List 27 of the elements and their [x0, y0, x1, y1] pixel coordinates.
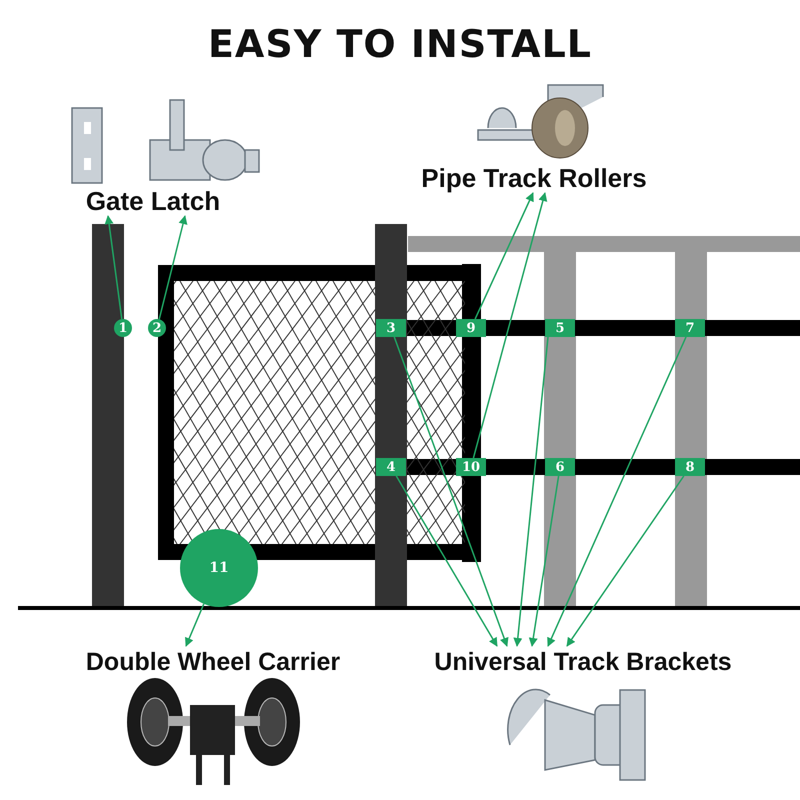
part-label: Gate Latch [68, 186, 238, 216]
arrow [566, 476, 684, 647]
part-label: Universal Track Brackets [396, 646, 770, 678]
callout-number: 1 [114, 319, 132, 337]
arrow [547, 336, 687, 647]
arrow [394, 336, 508, 647]
callout-number: 3 [376, 319, 406, 337]
arrow [104, 215, 123, 320]
title: EASY TO INSTALL [206, 22, 594, 66]
callout-number: 2 [148, 319, 166, 337]
arrow [472, 192, 548, 458]
part-label: Pipe Track Rollers [398, 163, 670, 193]
arrow [158, 215, 188, 320]
callout-number: 5 [545, 319, 575, 337]
arrow [185, 604, 204, 647]
callout-number: 7 [675, 319, 705, 337]
callout-number: 4 [376, 458, 406, 476]
callout-number: 6 [545, 458, 575, 476]
callout-number: 10 [456, 458, 486, 476]
part-label: Double Wheel Carrier [48, 646, 378, 678]
arrow [474, 192, 534, 320]
arrow [513, 336, 549, 647]
arrow [528, 476, 560, 647]
arrow [396, 476, 498, 647]
callout-number: 9 [456, 319, 486, 337]
callout-number: 11 [180, 529, 258, 607]
callout-number: 8 [675, 458, 705, 476]
